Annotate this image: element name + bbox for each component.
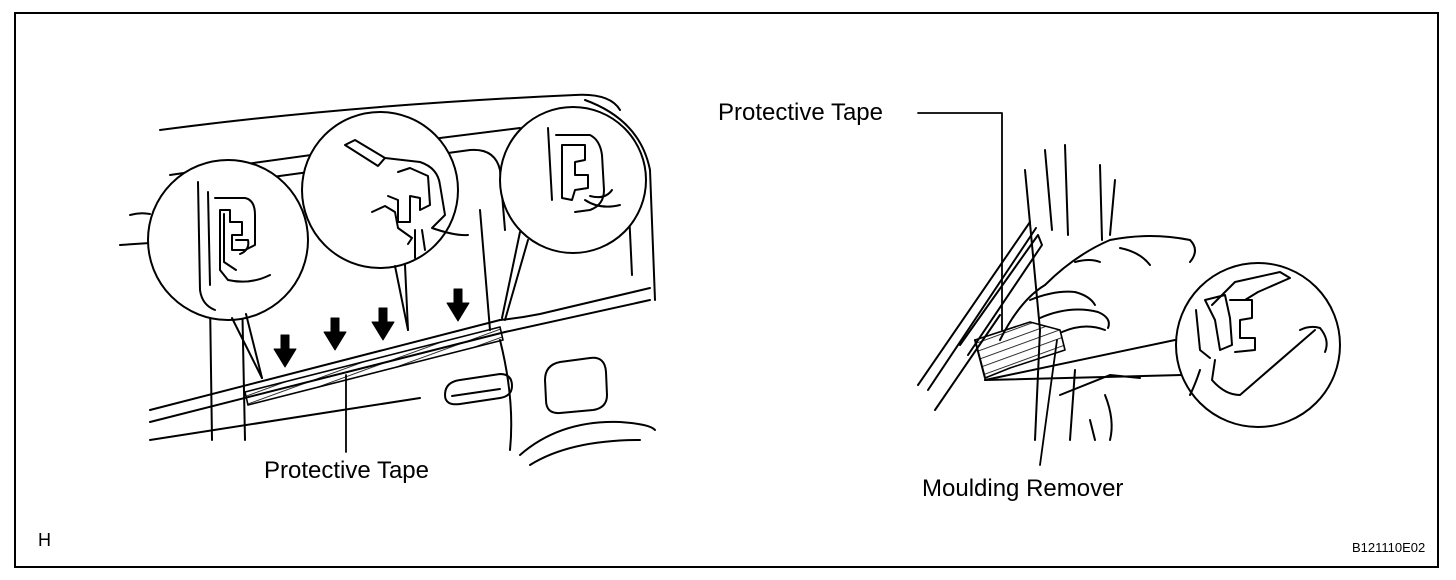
remover-leader xyxy=(1039,339,1058,466)
press-arrow xyxy=(273,334,297,368)
detail-circle-right xyxy=(499,106,647,321)
right-protective-tape-label: Protective Tape xyxy=(718,99,883,126)
left-protective-tape-strip xyxy=(244,326,504,406)
moulding-remover-label: Moulding Remover xyxy=(922,475,1124,502)
diagram-frame xyxy=(14,12,1439,568)
detail-circle-middle xyxy=(301,111,469,331)
detail-circle-remover xyxy=(984,262,1341,428)
right-tape-leader xyxy=(917,112,1003,331)
press-arrow xyxy=(371,307,395,341)
corner-letter: H xyxy=(38,530,51,550)
press-arrow xyxy=(446,288,470,322)
detail-circle-left xyxy=(147,159,309,379)
moulding-remover-tool xyxy=(974,321,1066,379)
right-vehicle-body xyxy=(917,144,1141,441)
press-arrow xyxy=(323,317,347,351)
left-protective-tape-label: Protective Tape xyxy=(264,457,429,484)
press-arrows xyxy=(273,288,470,368)
figure-code: B121110E02 xyxy=(1352,540,1426,555)
hand xyxy=(999,235,1196,341)
